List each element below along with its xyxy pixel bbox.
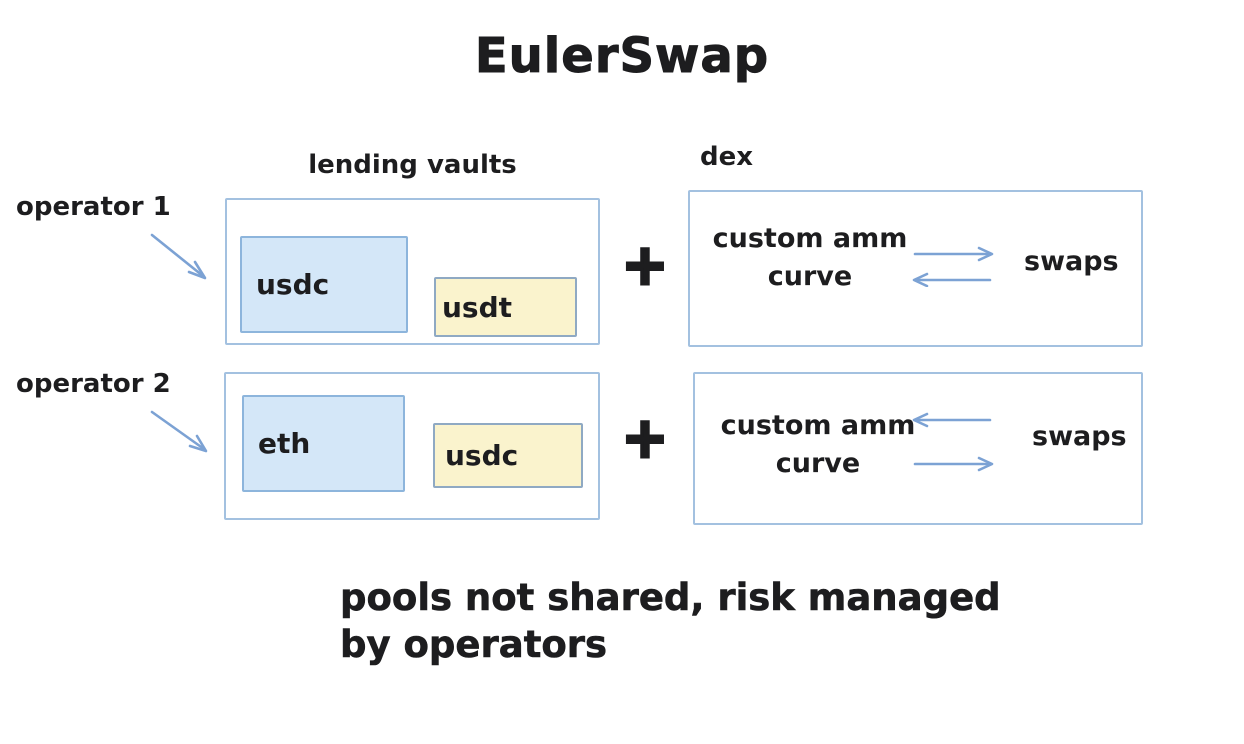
caption-line2: by operators [340, 623, 608, 667]
amm-label-line2: curve [775, 448, 861, 479]
operator-1-label: operator 1 [16, 192, 171, 222]
lending-vaults-label: lending vaults [308, 150, 517, 180]
swap-arrows-icon [912, 412, 994, 472]
vault-asset-box-usdt: usdt [434, 277, 577, 337]
vault-asset-box-usdc: usdc [240, 236, 408, 333]
amm-label-line1: custom amm [712, 223, 908, 254]
lending-vaults-box-1: usdc usdt [225, 198, 600, 345]
amm-label-line2: curve [767, 261, 853, 292]
caption-line1: pools not shared, risk managed [340, 576, 1001, 620]
custom-amm-curve-label: custom amm curve [705, 220, 915, 296]
dex-box-1: custom amm curve swaps [688, 190, 1143, 347]
vault-asset-label: usdt [442, 290, 513, 324]
vault-asset-box-usdc: usdc [433, 423, 583, 488]
vault-asset-label: eth [258, 427, 311, 460]
dex-box-2: custom amm curve swaps [693, 372, 1143, 525]
swaps-label: swaps [1024, 246, 1119, 277]
dex-label: dex [700, 142, 754, 172]
plus-icon: + [620, 406, 670, 471]
custom-amm-curve-label: custom amm curve [713, 407, 923, 483]
swap-arrows-icon [912, 246, 994, 287]
caption: pools not shared, risk managed by operat… [340, 574, 1001, 668]
swaps-label: swaps [1032, 421, 1127, 452]
vault-asset-box-eth: eth [242, 395, 405, 492]
vault-asset-label: usdc [445, 439, 519, 472]
vault-asset-label: usdc [256, 268, 330, 301]
operator-2-arrow-icon [150, 410, 208, 453]
diagram-title: EulerSwap [474, 28, 770, 85]
amm-label-line1: custom amm [720, 410, 916, 441]
plus-icon: + [620, 233, 670, 298]
operator-1-arrow-icon [150, 233, 207, 280]
operator-2-label: operator 2 [16, 369, 171, 399]
lending-vaults-box-2: eth usdc [224, 372, 600, 520]
